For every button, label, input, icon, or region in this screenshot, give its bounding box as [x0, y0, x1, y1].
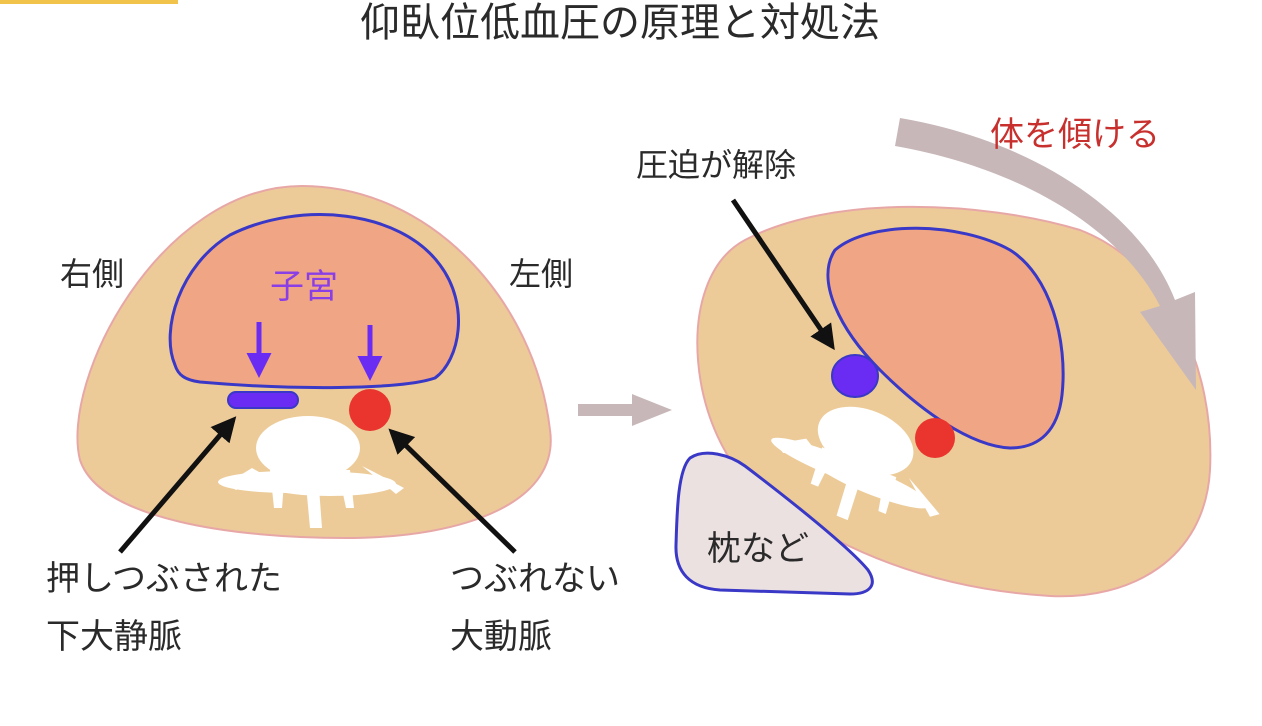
left-panel: 子宮 右側 左側 押しつぶされた 下大静脈 つぶれない 大動脈 — [46, 184, 620, 657]
right-panel: 枕など 圧迫が解除 体を傾ける — [636, 115, 1212, 598]
aorta-label-line2: 大動脈 — [450, 617, 552, 657]
released-vein — [831, 354, 879, 398]
released-pointer-arrow — [730, 198, 835, 351]
compressed-vein — [227, 391, 299, 409]
tilt-label: 体を傾ける — [990, 115, 1160, 155]
right-aorta — [915, 418, 955, 458]
aorta-pointer-arrow — [388, 428, 517, 554]
side-left-label: 左側 — [509, 255, 573, 293]
left-uterus — [168, 213, 460, 390]
uterus-label: 子宮 — [270, 267, 338, 307]
vein-label-line2: 下大静脈 — [46, 617, 182, 657]
left-aorta — [349, 389, 391, 431]
right-uterus — [826, 226, 1065, 450]
page-title: 仰臥位低血圧の原理と対処法 — [360, 0, 880, 46]
released-label: 圧迫が解除 — [636, 146, 796, 184]
vein-label-line1: 押しつぶされた — [46, 559, 282, 599]
pillow-label: 枕など — [707, 529, 809, 569]
right-spine — [771, 406, 940, 521]
transition-arrow-icon — [578, 394, 672, 426]
aorta-label-line1: つぶれない — [450, 559, 620, 599]
pillow — [674, 451, 874, 596]
side-right-label: 右側 — [60, 255, 124, 293]
corner-tab — [0, 0, 178, 4]
vein-pointer-arrow — [118, 416, 237, 554]
tilt-arrow-icon — [895, 118, 1196, 390]
left-spine — [218, 416, 404, 528]
